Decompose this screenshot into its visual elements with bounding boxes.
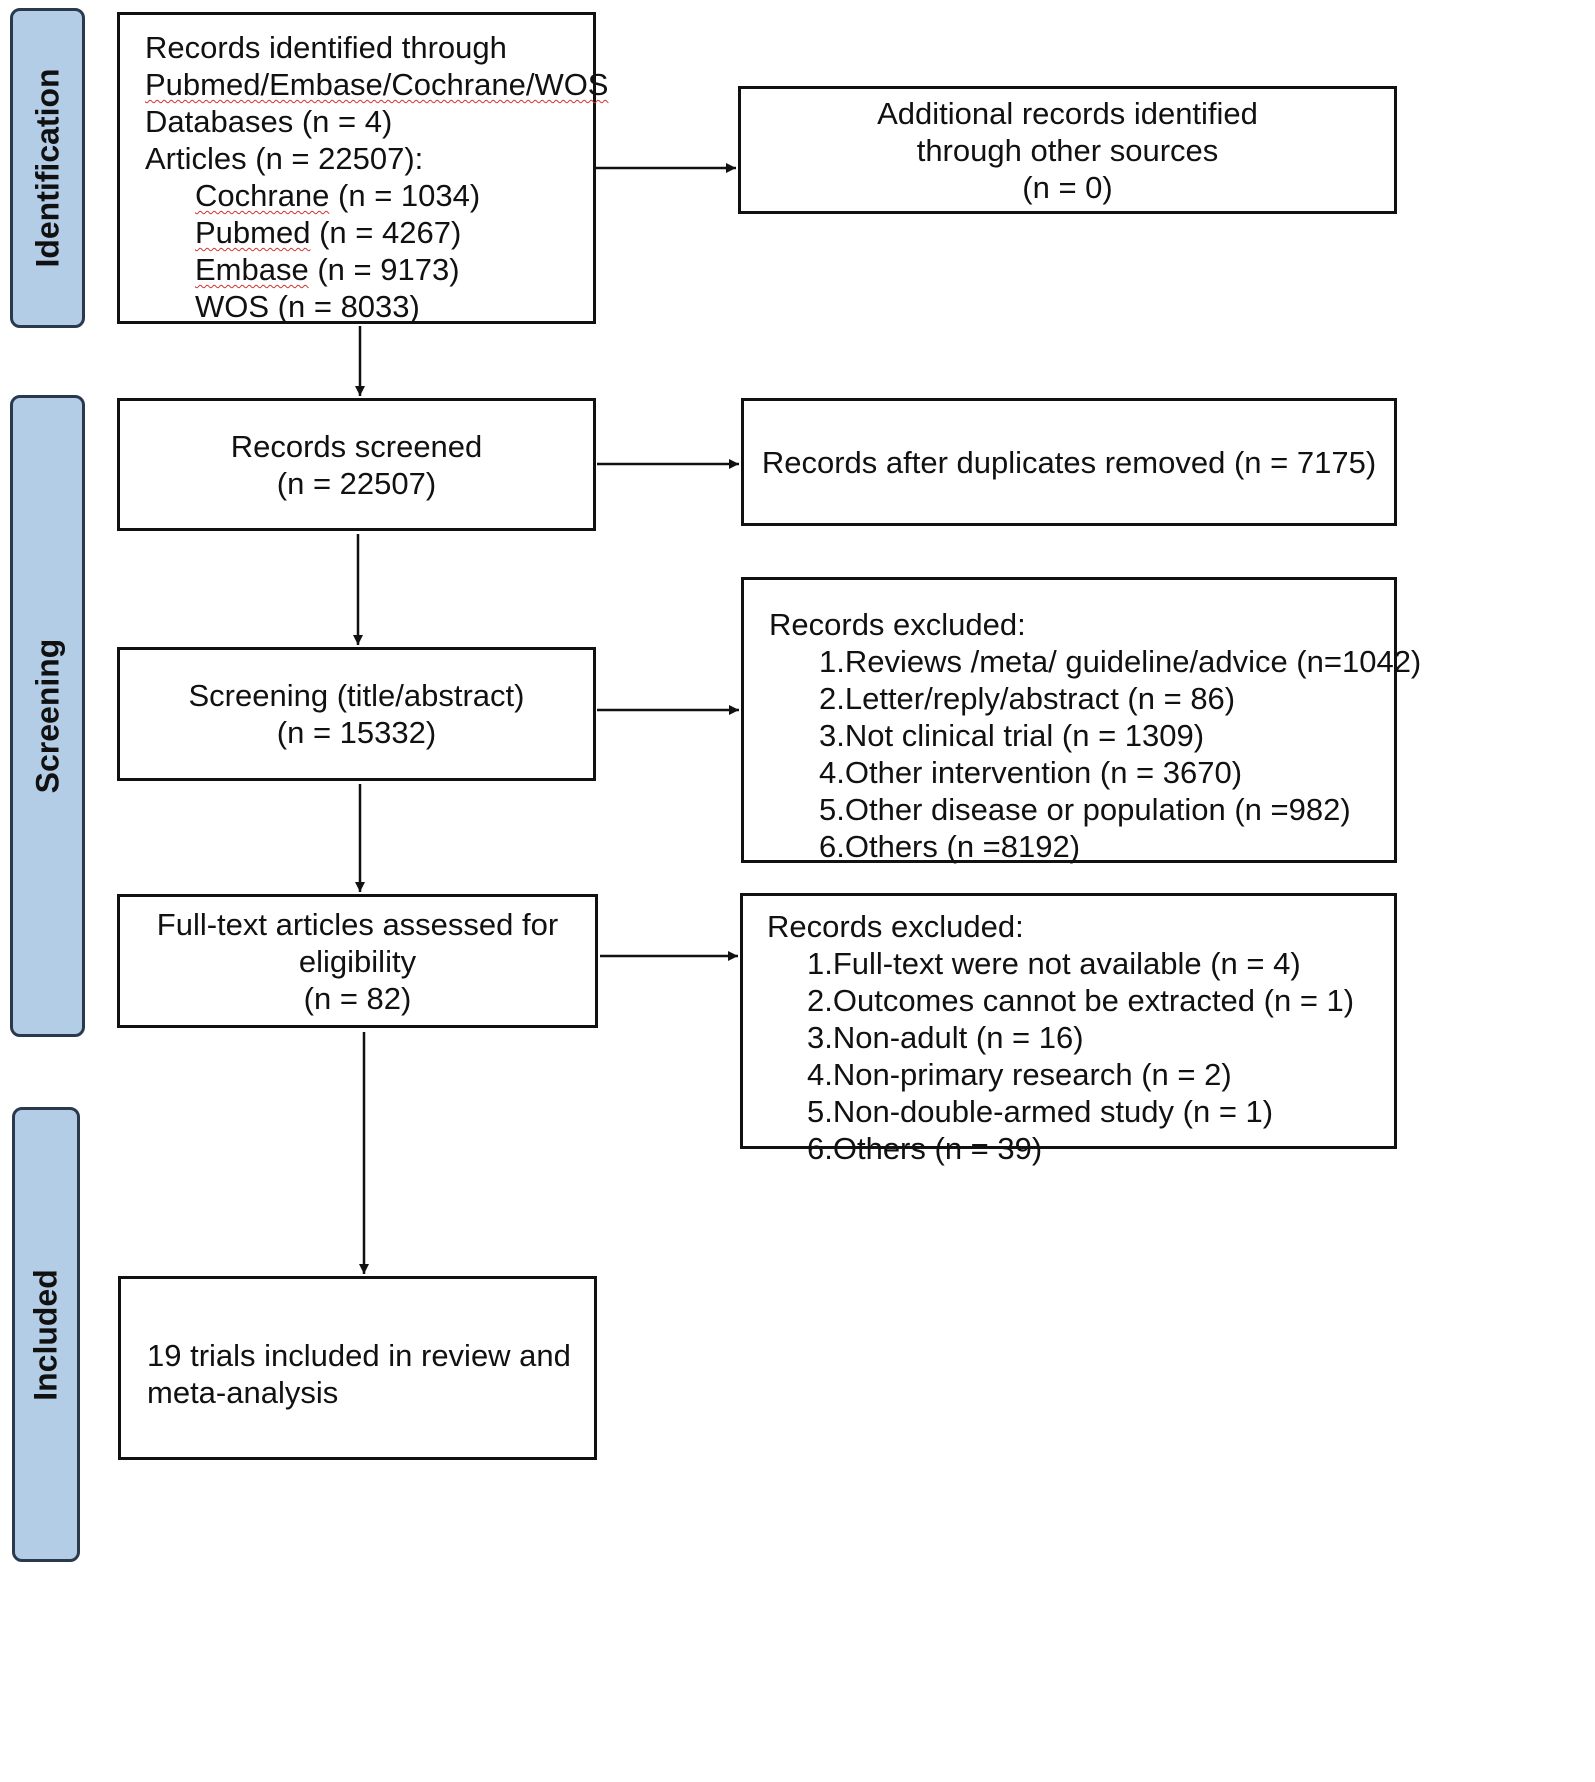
records-excluded-box-2: Records excluded: 1.Full-text were not a… [740, 893, 1397, 1166]
excluded2-heading: Records excluded: [767, 909, 1024, 944]
identified-line2: Pubmed/Embase/Cochrane/WOS [145, 66, 609, 103]
included-line1: 19 trials included in review and [147, 1338, 571, 1373]
source-name: Pubmed [195, 215, 311, 250]
additional-records-box: Additional records identified through ot… [738, 86, 1397, 214]
source-wos: WOS (n = 8033) [145, 288, 593, 325]
identified-line4: Articles (n = 22507): [145, 141, 424, 176]
source-count: (n = 4267) [310, 215, 462, 250]
identified-line3: Databases (n = 4) [145, 104, 393, 139]
source-count: (n = 9173) [308, 252, 460, 287]
records-identified-box: Records identified through Pubmed/Embase… [117, 12, 609, 325]
phase-identification: Identification [10, 8, 85, 328]
title-abstract-box: Screening (title/abstract) (n = 15332) [117, 647, 596, 781]
source-pubmed: Pubmed (n = 4267) [145, 214, 593, 251]
excluded1-item: 1.Reviews /meta/ guideline/advice (n=104… [819, 644, 1422, 679]
additional-line2: through other sources [916, 132, 1219, 168]
source-embase: Embase (n = 9173) [145, 251, 593, 288]
excluded2-item: 2.Outcomes cannot be extracted (n = 1) [807, 983, 1355, 1018]
title-abstract-line2: (n = 15332) [276, 715, 437, 750]
source-count: (n = 8033) [269, 289, 420, 324]
additional-line3: (n = 0) [1022, 169, 1113, 205]
source-count: (n = 1034) [329, 178, 481, 213]
excluded2-item: 6.Others (n = 39) [807, 1131, 1043, 1166]
included-box: 19 trials included in review and meta-an… [118, 1276, 597, 1460]
source-name: Cochrane [195, 178, 330, 213]
excluded2-item: 5.Non-double-armed study (n = 1) [807, 1094, 1274, 1129]
title-abstract-line1: Screening (title/abstract) [188, 678, 525, 713]
phase-included: Included [12, 1107, 80, 1562]
duplicates-removed-box: Records after duplicates removed (n = 71… [741, 398, 1397, 526]
screened-line2: (n = 22507) [276, 465, 437, 501]
excluded1-heading: Records excluded: [769, 607, 1026, 642]
excluded2-item: 4.Non-primary research (n = 2) [807, 1057, 1232, 1092]
excluded1-item: 3.Not clinical trial (n = 1309) [819, 718, 1205, 753]
source-name: WOS [195, 289, 270, 324]
excluded2-item: 3.Non-adult (n = 16) [807, 1020, 1084, 1055]
fulltext-line1: Full-text articles assessed for [156, 906, 559, 942]
additional-line1: Additional records identified [877, 95, 1258, 131]
excluded2-item: 1.Full-text were not available (n = 4) [807, 946, 1301, 981]
excluded1-item: 4.Other intervention (n = 3670) [819, 755, 1243, 790]
source-name: Embase [195, 252, 309, 287]
excluded1-item: 2.Letter/reply/abstract (n = 86) [819, 681, 1236, 716]
duplicates-text: Records after duplicates removed (n = 71… [761, 444, 1377, 480]
source-cochrane: Cochrane (n = 1034) [145, 177, 593, 214]
fulltext-line3: (n = 82) [303, 980, 412, 1016]
identified-line1: Records identified through [145, 30, 507, 65]
included-line2: meta-analysis [147, 1375, 339, 1410]
fulltext-assessed-box: Full-text articles assessed for eligibil… [117, 894, 598, 1028]
fulltext-line2: eligibility [298, 943, 417, 979]
excluded1-item: 6.Others (n =8192) [819, 829, 1081, 864]
excluded1-item: 5.Other disease or population (n =982) [819, 792, 1351, 827]
screened-line1: Records screened [230, 428, 483, 464]
records-excluded-box-1: Records excluded: 1.Reviews /meta/ guide… [741, 577, 1422, 864]
records-screened-box: Records screened (n = 22507) [117, 398, 596, 531]
phase-screening: Screening [10, 395, 85, 1037]
identified-line2-text: Pubmed/Embase/Cochrane/WOS [145, 67, 609, 102]
